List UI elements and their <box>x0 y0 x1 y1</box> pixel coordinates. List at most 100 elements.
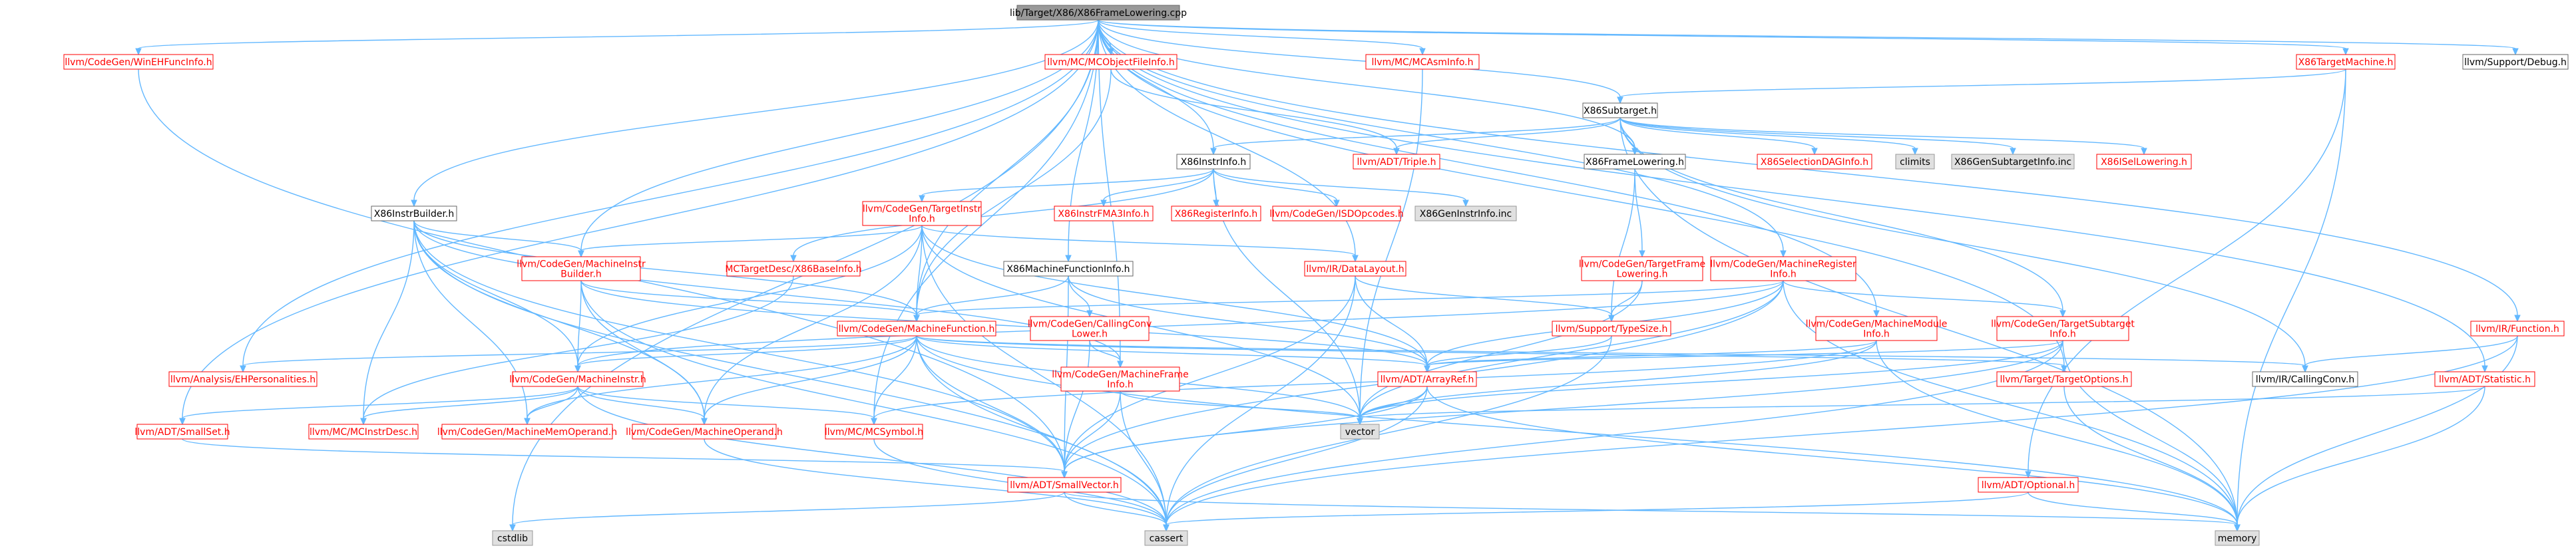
node-x86ii[interactable]: X86InstrInfo.h <box>1176 154 1251 170</box>
node-tgtopt[interactable]: llvm/Target/TargetOptions.h <box>1996 371 2132 387</box>
edge-root-to-mcasminfo <box>1098 19 1426 56</box>
edge-tii-to-datalayout <box>921 225 1359 263</box>
node-mcsym[interactable]: llvm/MC/MCSymbol.h <box>825 424 923 440</box>
node-x86isel[interactable]: X86ISelLowering.h <box>2096 154 2192 170</box>
edge-x86ib-to-mmo <box>413 220 531 426</box>
node-statistic[interactable]: llvm/ADT/Statistic.h <box>2434 371 2535 387</box>
node-x86fma3[interactable]: X86InstrFMA3Info.h <box>1054 206 1154 221</box>
node-x86fl[interactable]: X86FrameLowering.h <box>1584 154 1686 170</box>
node-label: llvm/Analysis/EHPersonalities.h <box>170 374 316 385</box>
node-climits[interactable]: climits <box>1895 154 1935 170</box>
node-label: Lowering.h <box>1617 269 1668 280</box>
node-supdebug[interactable]: llvm/Support/Debug.h <box>2462 54 2569 70</box>
node-label: cassert <box>1150 533 1183 544</box>
node-cstdlib[interactable]: cstdlib <box>492 530 533 546</box>
edge-mi-to-mcsym <box>577 386 877 426</box>
edge-mf-to-mi <box>574 335 917 373</box>
node-vector[interactable]: vector <box>1340 424 1380 440</box>
edge-x86ii-to-isdop <box>1213 168 1340 208</box>
node-x86sub[interactable]: X86Subtarget.h <box>1582 102 1658 118</box>
node-x86genii[interactable]: X86GenInstrInfo.inc <box>1414 206 1517 221</box>
edge-datalayout-to-typesize <box>1355 275 1615 323</box>
node-mf[interactable]: llvm/CodeGen/MachineFunction.h <box>837 321 996 337</box>
node-box <box>371 206 457 221</box>
node-label: llvm/MC/MCSymbol.h <box>825 427 923 438</box>
node-label: Info.h <box>2049 329 2076 340</box>
node-box <box>521 256 641 281</box>
node-box <box>1710 256 1856 281</box>
edge-mib-to-mf <box>580 280 920 323</box>
node-callconv[interactable]: llvm/IR/CallingConv.h <box>2252 371 2358 387</box>
node-label: Info.h <box>909 214 935 225</box>
edge-smallset-to-smallvec <box>182 438 1068 479</box>
edge-x86fl-to-tfl <box>1634 168 1645 258</box>
node-box <box>1996 316 2129 341</box>
node-x86mfi[interactable]: X86MachineFunctionInfo.h <box>1003 261 1134 277</box>
node-box <box>1414 206 1517 221</box>
node-triple[interactable]: llvm/ADT/Triple.h <box>1353 154 1440 170</box>
node-label: llvm/CodeGen/TargetSubtarget <box>1991 319 2135 330</box>
node-mi[interactable]: llvm/CodeGen/MachineInstr.h <box>509 371 646 387</box>
node-smallset[interactable]: llvm/ADT/SmallSet.h <box>134 424 230 440</box>
node-box <box>1171 206 1261 221</box>
edge-x86ib-to-mib <box>413 220 584 258</box>
edge-x86mfi-to-ccl <box>1068 275 1093 318</box>
node-box <box>1272 206 1401 221</box>
node-smallvec[interactable]: llvm/ADT/SmallVector.h <box>1007 477 1122 493</box>
edge-root-to-mmi <box>1098 19 1880 318</box>
node-label: llvm/IR/Function.h <box>2475 324 2559 335</box>
node-box <box>1030 316 1150 341</box>
node-mcasminfo[interactable]: llvm/MC/MCAsmInfo.h <box>1365 54 1480 70</box>
edge-arrayref-to-cassert <box>1163 386 1428 532</box>
node-box <box>1304 261 1406 277</box>
node-x86base[interactable]: MCTargetDesc/X86BaseInfo.h <box>725 261 862 277</box>
node-layer: lib/Target/X86/X86FrameLowering.cppllvm/… <box>63 5 2569 546</box>
node-label: llvm/CodeGen/MachineFrame <box>1052 370 1189 380</box>
edge-mfrinfo-to-cassert <box>1120 390 1170 532</box>
node-box <box>1365 54 1480 70</box>
node-mo[interactable]: llvm/CodeGen/MachineOperand.h <box>626 424 783 440</box>
node-x86tm[interactable]: X86TargetMachine.h <box>2296 54 2396 70</box>
node-irfunc[interactable]: llvm/IR/Function.h <box>2470 321 2565 337</box>
edge-tsi-to-smallvec <box>1061 340 2063 479</box>
node-ehpers[interactable]: llvm/Analysis/EHPersonalities.h <box>168 371 318 387</box>
edge-mcasminfo-to-vector <box>1357 69 1423 426</box>
node-x86ib[interactable]: X86InstrBuilder.h <box>371 206 457 221</box>
node-memory[interactable]: memory <box>2215 530 2260 546</box>
node-box <box>2252 371 2358 387</box>
node-box <box>1895 154 1935 170</box>
node-wineh[interactable]: llvm/CodeGen/WinEHFuncInfo.h <box>63 54 214 70</box>
node-label: memory <box>2218 533 2257 544</box>
edge-mi-to-mmo <box>524 386 578 426</box>
node-cassert[interactable]: cassert <box>1144 530 1188 546</box>
node-box <box>1340 424 1380 440</box>
node-typesize[interactable]: llvm/Support/TypeSize.h <box>1552 321 1671 337</box>
node-isdop[interactable]: llvm/CodeGen/ISDOpcodes.h <box>1269 206 1404 221</box>
node-mcid[interactable]: llvm/MC/MCInstrDesc.h <box>308 424 419 440</box>
node-label: llvm/IR/DataLayout.h <box>1306 264 1404 275</box>
node-x86sdag[interactable]: X86SelectionDAGInfo.h <box>1757 154 1872 170</box>
node-optional[interactable]: llvm/ADT/Optional.h <box>1978 477 2079 493</box>
node-mmo[interactable]: llvm/CodeGen/MachineMemOperand.h <box>437 424 617 440</box>
node-datalayout[interactable]: llvm/IR/DataLayout.h <box>1304 261 1406 277</box>
edge-x86sub-to-climits <box>1619 117 1918 156</box>
node-mcobjfi[interactable]: llvm/MC/MCObjectFileInfo.h <box>1044 54 1178 70</box>
node-label: llvm/ADT/Optional.h <box>1982 480 2075 491</box>
node-label: llvm/CodeGen/TargetFrame <box>1579 259 1705 270</box>
node-x86reg[interactable]: X86RegisterInfo.h <box>1171 206 1261 221</box>
edge-x86tm-to-memory <box>2234 69 2346 532</box>
node-x86gensub[interactable]: X86GenSubtargetInfo.inc <box>1951 154 2075 170</box>
node-arrayref[interactable]: llvm/ADT/ArrayRef.h <box>1377 371 1477 387</box>
node-box <box>492 530 533 546</box>
node-label: X86ISelLowering.h <box>2101 157 2187 168</box>
node-label: llvm/CodeGen/MachineFunction.h <box>839 324 995 335</box>
